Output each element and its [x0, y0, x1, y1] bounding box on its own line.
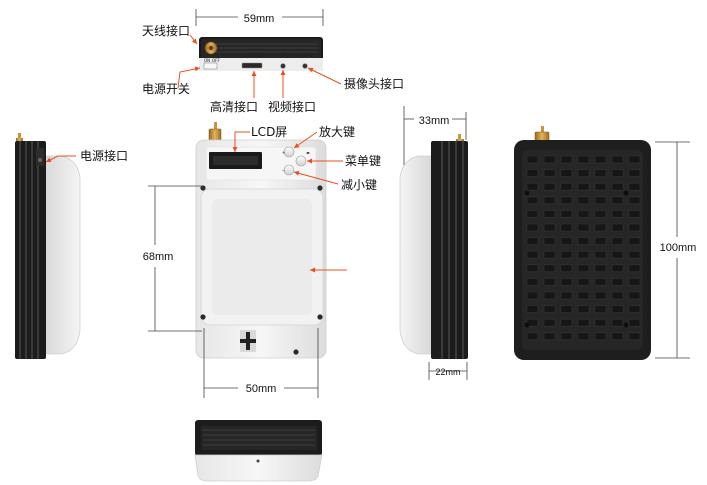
hdmi-port-label: 高清接口 [210, 99, 258, 114]
right-side-view: 33mm 22mm [399, 106, 468, 380]
zoom-in-label: 放大键 [319, 124, 355, 139]
top-view: 59mm ON OFF HDMI AV Camera 天线接口 电源开关 高清接… [142, 9, 404, 114]
av-port-icon [280, 63, 286, 69]
svg-text:AV: AV [281, 52, 286, 57]
menu-label: 菜单键 [345, 154, 381, 168]
power-switch-icon [203, 62, 218, 70]
camera-port-icon [302, 63, 308, 69]
side-depth-dimension: 33mm [419, 115, 450, 127]
svg-text:+: + [282, 150, 285, 155]
heatsink-fins [526, 155, 641, 341]
zoom-out-button[interactable] [283, 164, 295, 176]
power-port-icon [38, 158, 42, 162]
power-port-label: 电源接口 [80, 148, 128, 163]
video-port-label: 视频接口 [268, 99, 316, 114]
bottom-view [194, 420, 323, 482]
left-side-view: 电源接口 [15, 133, 128, 359]
front-width-dimension: 50mm [246, 383, 277, 395]
power-switch-label: 电源开关 [142, 82, 190, 96]
front-view: + − ◂▸ LCD屏 放大键 菜单键 减小键 68mm [143, 122, 381, 398]
zoom-out-label: 减小键 [341, 178, 377, 192]
lcd-label: LCD屏 [251, 125, 287, 139]
menu-button[interactable] [295, 155, 307, 167]
back-height-dimension: 100mm [660, 242, 697, 254]
svg-text:Camera: Camera [298, 52, 314, 57]
antenna-port-label: 天线接口 [142, 23, 190, 38]
svg-text:ON: ON [204, 58, 210, 63]
zoom-in-button[interactable] [283, 146, 295, 158]
svg-text:HDMI: HDMI [250, 52, 261, 57]
svg-text:−: − [282, 168, 285, 173]
top-width-dimension: 59mm [244, 13, 275, 25]
back-view: 100mm [514, 126, 696, 360]
front-height-dimension: 68mm [143, 251, 174, 263]
svg-text:◂▸: ◂▸ [306, 150, 310, 155]
camera-port-label: 摄像头接口 [344, 76, 404, 91]
side-sink-dimension: 22mm [435, 367, 460, 377]
hdmi-port-icon [241, 62, 263, 69]
svg-text:OFF: OFF [212, 58, 220, 63]
